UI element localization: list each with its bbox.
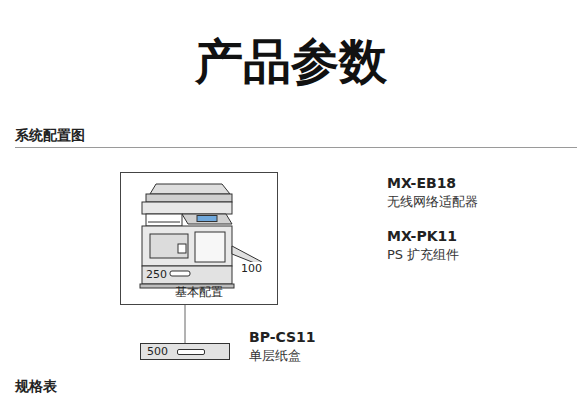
section-heading: 系统配置图: [15, 127, 85, 145]
connector-line: [185, 305, 186, 343]
option-code: BP-CS11: [249, 329, 316, 345]
option-name: 无线网络适配器: [387, 193, 478, 211]
option-name: 单层纸盒: [249, 347, 301, 365]
callout-number: 250: [145, 268, 168, 281]
node-label: 500: [147, 345, 168, 358]
option-code: MX-PK11: [387, 228, 457, 244]
page-title: 产品参数: [0, 30, 581, 94]
divider-line: [15, 147, 577, 148]
option-code: MX-EB18: [387, 175, 456, 191]
section-heading: 规格表: [15, 378, 57, 396]
callout-number: 100: [240, 262, 263, 275]
base-config-box: 基本配置: [120, 172, 278, 305]
option-name: PS 扩充组件: [387, 246, 459, 264]
node-label: 基本配置: [121, 284, 277, 301]
paper-drawer: 500: [140, 343, 230, 360]
drawer-handle: [177, 349, 205, 355]
